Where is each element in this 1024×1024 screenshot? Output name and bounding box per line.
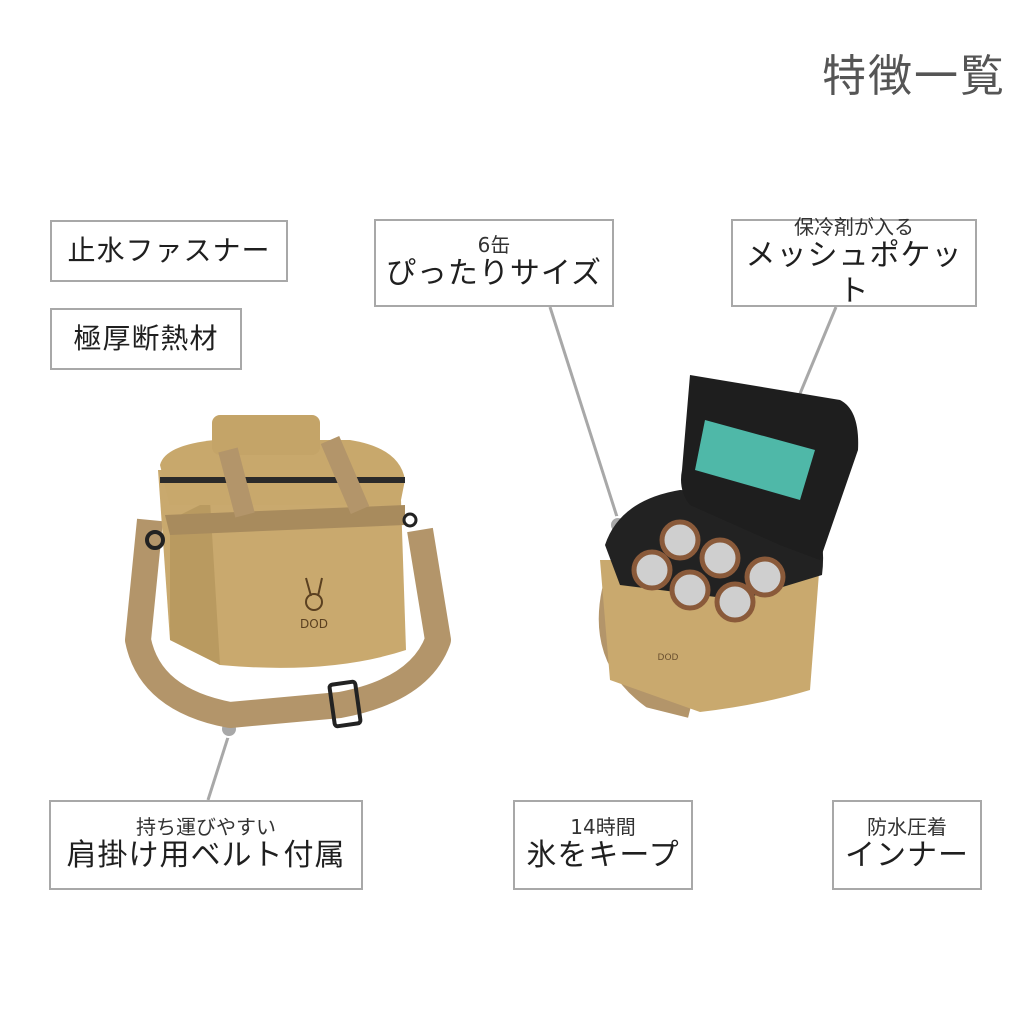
feature-sublabel: 持ち運びやすい bbox=[136, 815, 276, 839]
page-title: 特徴一覧 bbox=[822, 51, 1006, 102]
feature-label: 氷をキープ bbox=[526, 838, 680, 873]
feature-sublabel: 14時間 bbox=[570, 815, 636, 839]
cans bbox=[631, 519, 786, 623]
feature-label: 止水ファスナー bbox=[67, 234, 271, 268]
feature-shoulder-belt: 持ち運びやすい 肩掛け用ベルト付属 bbox=[49, 800, 363, 890]
feature-zipper: 止水ファスナー bbox=[50, 220, 288, 282]
feature-mesh-pocket: 保冷剤が入る メッシュポケット bbox=[731, 215, 977, 309]
feature-waterproof-inner: 防水圧着 インナー bbox=[832, 800, 982, 890]
feature-insulation: 極厚断熱材 bbox=[50, 308, 242, 370]
closed-cooler-bag: DOD bbox=[125, 415, 451, 729]
feature-sublabel: 防水圧着 bbox=[867, 815, 947, 839]
feature-six-cans: 6缶 ぴったりサイズ bbox=[374, 219, 614, 307]
brand-text: DOD bbox=[300, 617, 328, 631]
feature-ice-keep: 14時間 氷をキープ bbox=[513, 800, 693, 890]
feature-sublabel: 6缶 bbox=[477, 233, 511, 257]
open-cooler-bag: DOD bbox=[598, 375, 859, 718]
svg-text:DOD: DOD bbox=[658, 653, 679, 663]
feature-label: インナー bbox=[845, 838, 969, 873]
feature-label: メッシュポケット bbox=[745, 238, 963, 309]
feature-label: ぴったりサイズ bbox=[385, 256, 603, 291]
feature-label: 肩掛け用ベルト付属 bbox=[66, 838, 346, 873]
dod-logo bbox=[305, 577, 323, 611]
feature-label: 極厚断熱材 bbox=[73, 322, 219, 356]
ice-pack bbox=[695, 420, 815, 500]
feature-sublabel: 保冷剤が入る bbox=[794, 215, 914, 239]
